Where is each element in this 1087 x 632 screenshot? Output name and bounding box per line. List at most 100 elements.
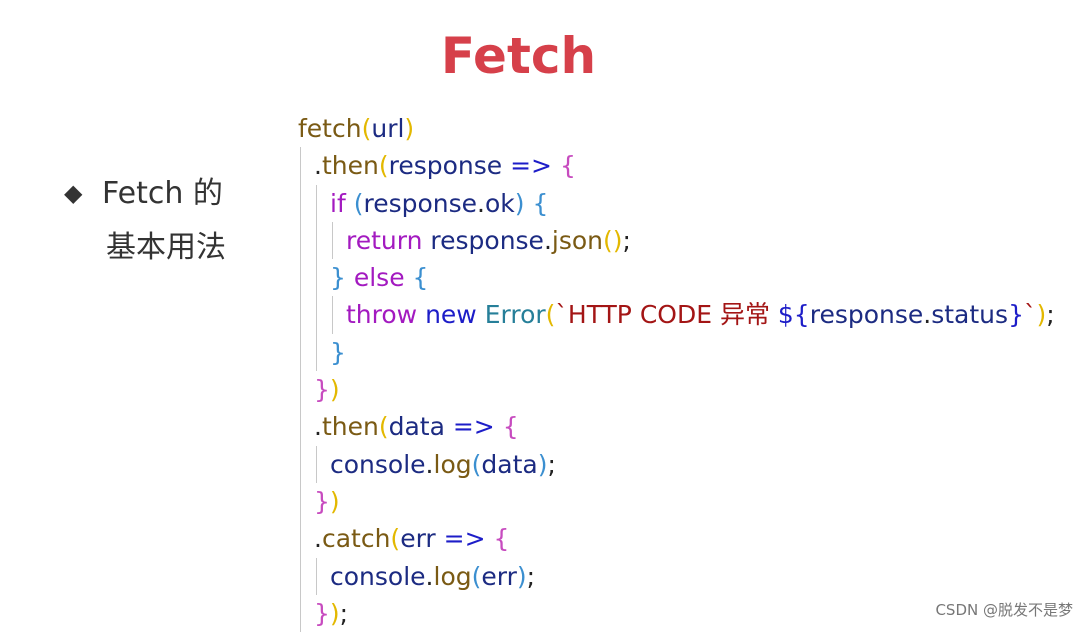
code-token: ${ (777, 300, 810, 330)
code-token: ; (622, 225, 631, 255)
code-line: }); (298, 594, 1055, 632)
indent-guide (300, 371, 301, 409)
bullet-text-line2: 基本用法 (106, 230, 226, 265)
indent-guide (316, 445, 317, 483)
code-token: ) (514, 188, 533, 218)
code-token: } (1008, 300, 1024, 330)
code-token: . (543, 225, 552, 255)
code-token: } (314, 598, 330, 628)
code-token: ( (390, 524, 401, 554)
code-token: { (532, 188, 549, 218)
code-line: return response.json(); (298, 221, 1055, 260)
code-token: . (425, 561, 434, 591)
code-token: ) (329, 598, 340, 628)
indent-guide (300, 184, 301, 222)
code-line: }) (298, 371, 1055, 409)
code-token: `HTTP CODE 异常 (555, 300, 778, 330)
indent-guide (316, 333, 317, 372)
code-token: { (412, 263, 429, 293)
indent-guide (332, 221, 333, 260)
code-line: console.log(err); (298, 557, 1055, 595)
code-line: throw new Error(`HTTP CODE 异常 ${response… (298, 296, 1055, 334)
diamond-bullet-icon: ◆ (64, 179, 83, 207)
code-line: } (298, 333, 1055, 372)
slide-title: Fetch (440, 27, 597, 85)
indent-guide (300, 445, 301, 483)
code-token: console (330, 561, 426, 591)
indent-guide (332, 296, 333, 334)
code-token: else (353, 263, 413, 293)
code-token: fetch (298, 114, 362, 143)
code-line: .catch(err => { (298, 520, 1055, 558)
code-token: ) (537, 449, 548, 479)
indent-guide (300, 147, 301, 185)
code-line: if (response.ok) { (298, 184, 1055, 222)
code-token: => (510, 151, 560, 181)
code-token: ; (547, 449, 556, 479)
code-token: response (809, 300, 924, 330)
code-line: fetch(url) (298, 110, 1055, 147)
code-token: . (314, 524, 322, 554)
code-token: } (330, 337, 346, 367)
indent-guide (300, 221, 301, 260)
indent-guide (316, 221, 317, 260)
code-token: { (559, 151, 576, 181)
code-token: ; (339, 598, 349, 628)
code-token: } (314, 486, 330, 516)
code-token: => (452, 412, 503, 442)
indent-guide (300, 333, 301, 372)
code-block: fetch(url).then(response => {if (respons… (298, 110, 1055, 632)
code-token: ) (329, 486, 340, 516)
indent-guide (300, 259, 301, 297)
code-token: { (502, 412, 519, 442)
code-token: ( (378, 151, 389, 181)
code-token: throw (346, 300, 426, 330)
code-token: then (321, 412, 379, 442)
code-token: new (425, 300, 485, 330)
code-token: response (388, 151, 511, 181)
indent-guide (316, 184, 317, 222)
code-token: . (425, 449, 434, 479)
indent-guide (316, 259, 317, 297)
code-token: () (603, 225, 623, 255)
code-token: ( (471, 561, 482, 591)
code-token: ( (545, 300, 556, 330)
code-token: ; (1046, 300, 1055, 330)
code-token: then (321, 151, 379, 181)
code-token: . (314, 151, 322, 181)
code-token: { (493, 524, 510, 554)
code-token: . (923, 300, 932, 330)
code-token: catch (321, 524, 391, 554)
code-token: ) (329, 375, 340, 405)
code-line: console.log(data); (298, 445, 1055, 483)
code-line: }) (298, 482, 1055, 521)
indent-guide (316, 557, 317, 595)
watermark: CSDN @脱发不是梦 (935, 601, 1073, 619)
code-line: } else { (298, 259, 1055, 297)
bullet-item: ◆ Fetch 的 基本用法 (64, 166, 226, 275)
code-token: ` (1023, 300, 1037, 330)
code-token: err (400, 524, 444, 554)
code-token: err (481, 561, 517, 591)
code-token: ( (471, 449, 482, 479)
code-token: return (346, 225, 431, 255)
code-token: ( (378, 412, 389, 442)
code-token: console (330, 449, 426, 479)
code-token: ( (353, 188, 364, 218)
code-token: ) (404, 114, 415, 143)
code-token: status (931, 300, 1009, 330)
code-token: } (330, 263, 354, 293)
indent-guide (300, 482, 301, 521)
code-token: . (314, 412, 322, 442)
code-token: response (363, 188, 478, 218)
bullet-text-line1: Fetch 的 (102, 176, 223, 211)
code-token: } (314, 375, 330, 405)
indent-guide (300, 520, 301, 558)
code-token: Error (484, 300, 546, 330)
code-line: .then(data => { (298, 408, 1055, 446)
code-token: if (330, 188, 354, 218)
code-token: data (388, 412, 453, 442)
code-token: ok (484, 188, 515, 218)
code-token: log (433, 561, 472, 591)
code-token: ) (516, 561, 527, 591)
